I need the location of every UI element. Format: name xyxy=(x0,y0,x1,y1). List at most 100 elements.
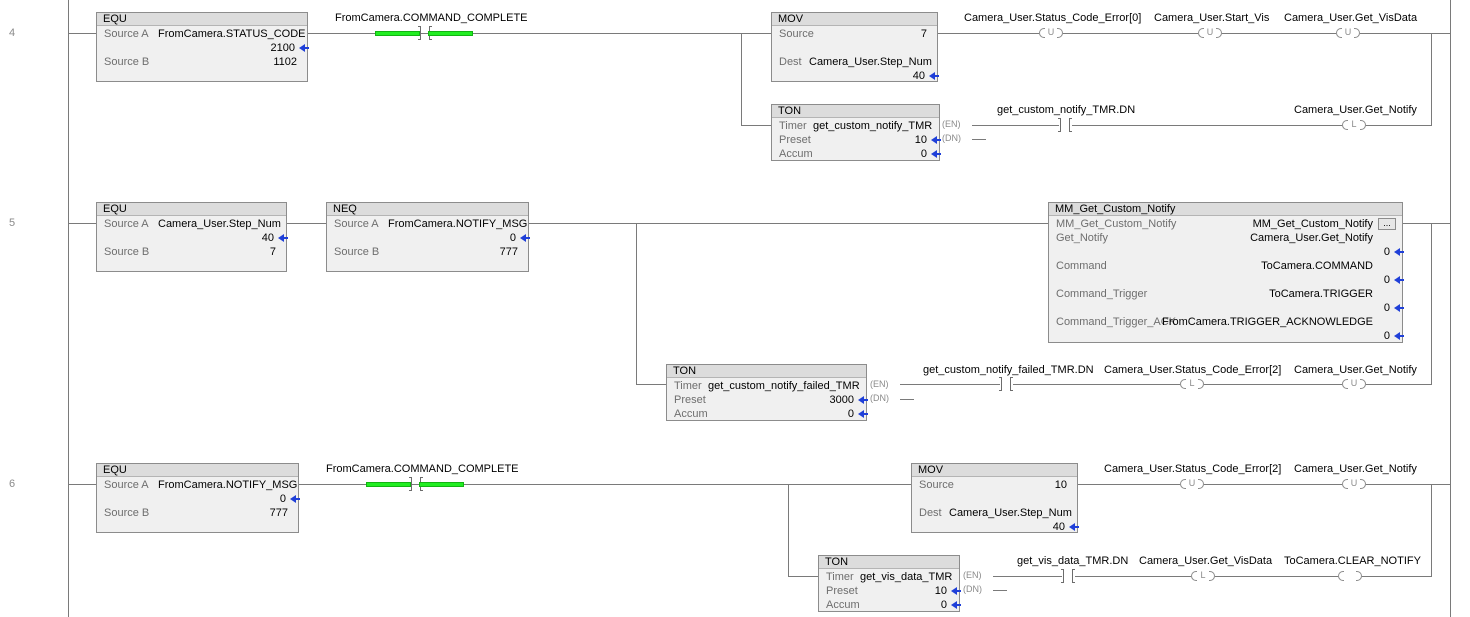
otu-coil[interactable]: U xyxy=(1336,27,1360,38)
source-b-value: 777 xyxy=(499,246,518,258)
equ-instruction[interactable]: EQU Source A FromCamera.NOTIFY_MSG 0 Sou… xyxy=(96,463,300,533)
value-arrow-icon xyxy=(1394,276,1404,284)
energized-indicator xyxy=(419,482,464,487)
source-b-label: Source B xyxy=(334,246,380,258)
equ-instruction[interactable]: EQU Source A Camera_User.Step_Num 40 Sou… xyxy=(96,202,288,272)
branch-wire xyxy=(1431,33,1432,126)
value-arrow-icon xyxy=(290,495,300,503)
value-arrow-icon xyxy=(1394,304,1404,312)
source-a-tag[interactable]: FromCamera.NOTIFY_MSG xyxy=(158,479,298,491)
rung-wire xyxy=(286,223,326,224)
coil-tag[interactable]: Camera_User.Get_Notify xyxy=(1294,463,1417,475)
instruction-type: EQU xyxy=(97,464,298,477)
otu-coil[interactable]: U xyxy=(1198,27,1222,38)
dest-tag[interactable]: Camera_User.Step_Num xyxy=(949,507,1072,519)
energized-indicator xyxy=(366,482,411,487)
accum-value: 0 xyxy=(920,148,927,160)
source-a-value: 0 xyxy=(509,232,516,244)
source-value: 10 xyxy=(1054,479,1067,491)
mov-instruction[interactable]: MOV Source 7 Dest Camera_User.Step_Num 4… xyxy=(771,12,939,82)
ellipsis-button[interactable]: ... xyxy=(1378,218,1396,230)
ton-instruction[interactable]: TON Timer get_vis_data_TMR Preset 10 Acc… xyxy=(818,555,961,612)
contact-tag[interactable]: get_custom_notify_TMR.DN xyxy=(997,104,1136,116)
value-arrow-icon xyxy=(951,587,961,595)
coil-tag[interactable]: Camera_User.Get_Notify xyxy=(1294,104,1417,116)
rung-wire xyxy=(1075,576,1431,577)
coil-tag[interactable]: Camera_User.Get_VisData xyxy=(1284,12,1418,24)
aoi-param-tag[interactable]: ToCamera.TRIGGER xyxy=(1269,288,1373,300)
xic-contact[interactable] xyxy=(1061,569,1075,583)
dest-tag[interactable]: Camera_User.Step_Num xyxy=(809,56,932,68)
aoi-param-tag[interactable]: FromCamera.TRIGGER_ACKNOWLEDGE xyxy=(1162,316,1373,328)
aoi-param-label: Command_Trigger xyxy=(1056,288,1148,300)
aoi-param-tag[interactable]: Camera_User.Get_Notify xyxy=(1250,232,1373,244)
ote-coil[interactable] xyxy=(1338,571,1362,581)
instruction-type: TON xyxy=(819,556,959,569)
accum-label: Accum xyxy=(674,408,708,420)
source-a-tag[interactable]: FromCamera.STATUS_CODE xyxy=(158,28,306,40)
contact-tag[interactable]: get_vis_data_TMR.DN xyxy=(1017,555,1129,567)
source-b-value: 7 xyxy=(269,246,276,258)
rung-wire xyxy=(1402,223,1450,224)
value-arrow-icon xyxy=(278,234,288,242)
coil-tag[interactable]: Camera_User.Status_Code_Error[0] xyxy=(964,12,1142,24)
otu-coil[interactable]: U xyxy=(1342,378,1366,389)
energized-indicator xyxy=(375,31,420,36)
ton-instruction[interactable]: TON Timer get_custom_notify_failed_TMR P… xyxy=(666,364,868,421)
coil-tag[interactable]: Camera_User.Get_Notify xyxy=(1294,364,1417,376)
neq-instruction[interactable]: NEQ Source A FromCamera.NOTIFY_MSG 0 Sou… xyxy=(326,202,530,272)
coil-tag[interactable]: Camera_User.Status_Code_Error[2] xyxy=(1104,463,1282,475)
timer-tag[interactable]: get_custom_notify_failed_TMR xyxy=(708,380,860,392)
branch-wire xyxy=(636,223,637,385)
rung-number: 5 xyxy=(8,217,16,229)
source-a-tag[interactable]: Camera_User.Step_Num xyxy=(158,218,281,230)
value-arrow-icon xyxy=(520,234,530,242)
branch-wire xyxy=(1431,223,1432,385)
aoi-param-tag[interactable]: MM_Get_Custom_Notify xyxy=(1252,218,1373,230)
value-arrow-icon xyxy=(1394,248,1404,256)
contact-tag[interactable]: FromCamera.COMMAND_COMPLETE xyxy=(326,463,519,475)
contact-tag[interactable]: FromCamera.COMMAND_COMPLETE xyxy=(335,12,528,24)
otu-coil[interactable]: U xyxy=(1342,478,1366,489)
aoi-param-value: 0 xyxy=(1383,246,1390,258)
coil-tag[interactable]: Camera_User.Get_VisData xyxy=(1139,555,1273,567)
otl-coil[interactable]: L xyxy=(1342,119,1366,130)
dest-label: Dest xyxy=(779,56,802,68)
mov-instruction[interactable]: MOV Source 10 Dest Camera_User.Step_Num … xyxy=(911,463,1079,533)
source-a-tag[interactable]: FromCamera.NOTIFY_MSG xyxy=(388,218,528,230)
branch-wire xyxy=(741,125,772,126)
source-value: 7 xyxy=(920,28,927,40)
branch-wire xyxy=(1431,484,1432,577)
dn-pin: (DN) xyxy=(942,133,961,143)
otu-coil[interactable]: U xyxy=(1039,27,1063,38)
rung-wire xyxy=(298,484,911,485)
coil-tag[interactable]: ToCamera.CLEAR_NOTIFY xyxy=(1284,555,1421,567)
source-b-label: Source B xyxy=(104,246,150,258)
value-arrow-icon xyxy=(931,136,941,144)
rung-wire xyxy=(993,590,1007,591)
dest-label: Dest xyxy=(919,507,942,519)
aoi-param-tag[interactable]: ToCamera.COMMAND xyxy=(1261,260,1373,272)
otl-coil[interactable]: L xyxy=(1191,570,1215,581)
value-arrow-icon xyxy=(1069,523,1079,531)
coil-tag[interactable]: Camera_User.Start_Vis xyxy=(1154,12,1270,24)
aoi-param-label: Command_Trigger_ACK xyxy=(1056,316,1177,328)
preset-value: 10 xyxy=(914,134,927,146)
rung-wire xyxy=(972,125,1059,126)
contact-tag[interactable]: get_custom_notify_failed_TMR.DN xyxy=(923,364,1094,376)
branch-wire xyxy=(741,33,742,126)
aoi-instruction[interactable]: MM_Get_Custom_Notify MM_Get_Custom_Notif… xyxy=(1048,202,1404,343)
aoi-param-value: 0 xyxy=(1383,274,1390,286)
xic-contact[interactable] xyxy=(1058,118,1072,132)
aoi-param-label: MM_Get_Custom_Notify xyxy=(1056,218,1177,230)
value-arrow-icon xyxy=(858,396,868,404)
timer-tag[interactable]: get_custom_notify_TMR xyxy=(813,120,933,132)
otl-coil[interactable]: L xyxy=(1180,378,1204,389)
timer-tag[interactable]: get_vis_data_TMR xyxy=(860,571,953,583)
equ-instruction[interactable]: EQU Source A FromCamera.STATUS_CODE 2100… xyxy=(96,12,309,82)
ton-instruction[interactable]: TON Timer get_custom_notify_TMR Preset 1… xyxy=(771,104,941,161)
instruction-type: MOV xyxy=(912,464,1077,477)
xic-contact[interactable] xyxy=(999,377,1013,391)
coil-tag[interactable]: Camera_User.Status_Code_Error[2] xyxy=(1104,364,1282,376)
otu-coil[interactable]: U xyxy=(1180,478,1204,489)
